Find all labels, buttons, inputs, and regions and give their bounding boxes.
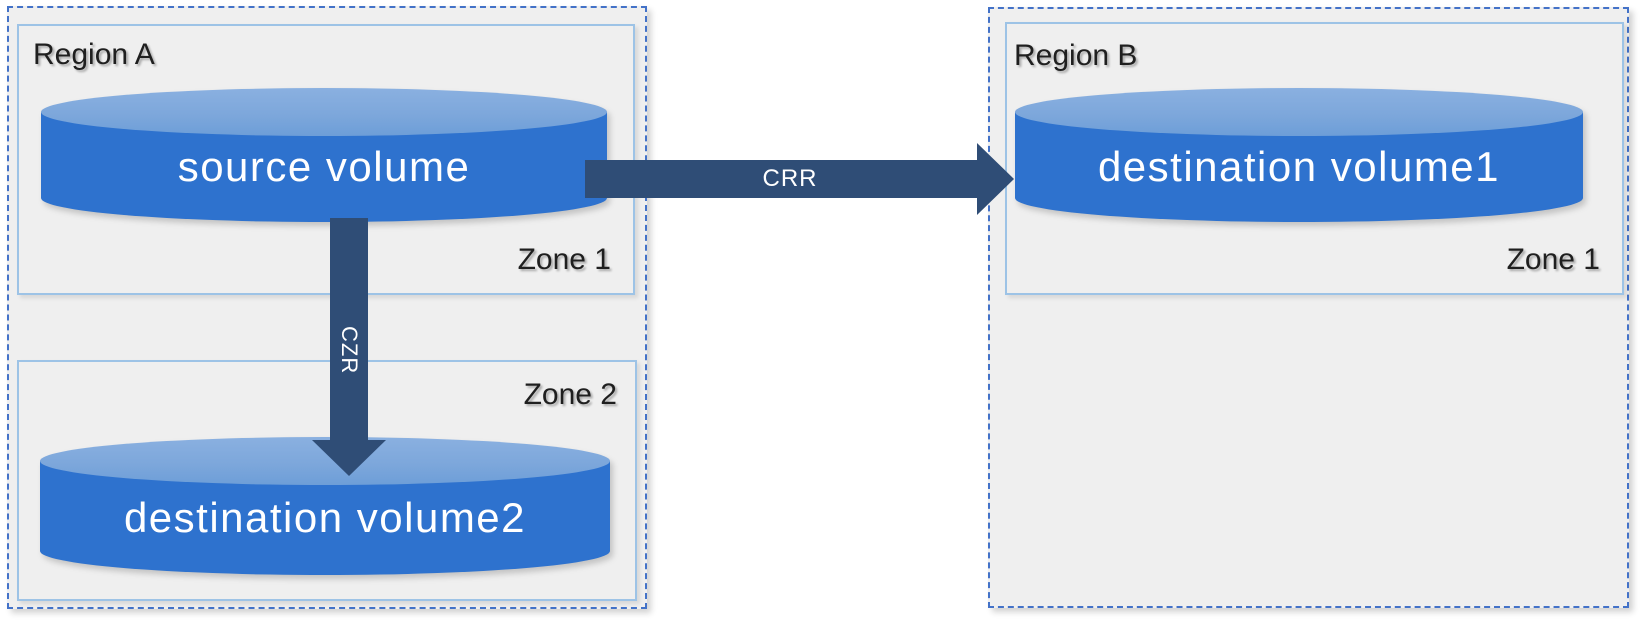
cylinder-top-face: [41, 88, 607, 136]
destination-volume2-cylinder-icon: destination volume2: [40, 437, 610, 575]
destination-volume1-cylinder-icon: destination volume1: [1015, 88, 1583, 222]
region-a-zone-1-box: Zone 1: [17, 24, 635, 295]
source-volume-cylinder-icon: source volume: [41, 88, 607, 222]
crr-arrow-shaft: [585, 160, 977, 198]
destination-volume1-label: destination volume1: [1097, 143, 1501, 190]
region-a-zone-2-label: Zone 2: [523, 378, 617, 411]
region-b-zone-1-label: Zone 1: [1506, 243, 1600, 276]
destination-volume2-label: destination volume2: [123, 494, 527, 541]
crr-arrow-label: CRR: [762, 165, 818, 192]
czr-arrow-shaft: [330, 218, 368, 440]
czr-arrow-head: [312, 440, 386, 476]
region-a-zone-1-label: Zone 1: [517, 243, 611, 276]
region-b-label: Region B: [1014, 39, 1138, 72]
czr-arrow-label: CZR: [337, 325, 362, 375]
cylinder-top-face: [1015, 88, 1583, 136]
region-a-label: Region A: [33, 38, 155, 71]
region-a-zone-2-box: Zone 2: [17, 360, 637, 601]
crr-arrow-head: [977, 143, 1014, 215]
source-volume-label: source volume: [177, 143, 471, 190]
